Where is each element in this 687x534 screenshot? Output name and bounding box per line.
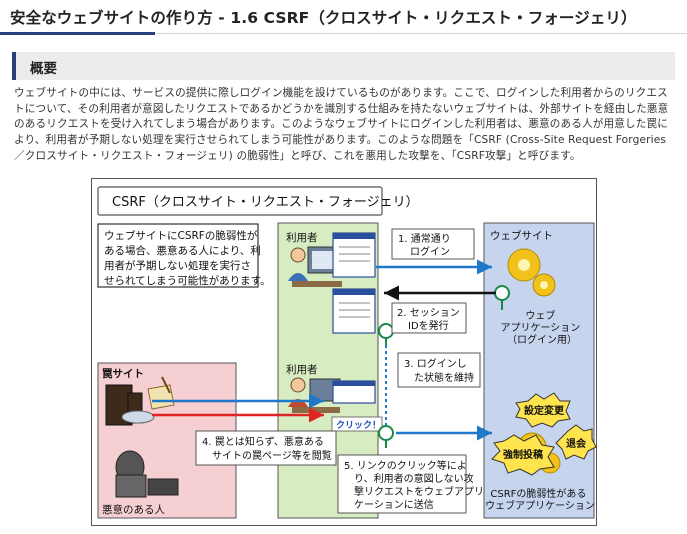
login-page-icon (332, 232, 376, 278)
click-label-box (331, 416, 383, 432)
vulnerable-app-label: CSRFの脆弱性がある ウェブアプリケーション (485, 487, 595, 512)
web-app-label: ウェブ アプリケーション （ログイン用） (501, 309, 584, 346)
web-app-gear-icon (507, 248, 556, 297)
attacker-icon (115, 450, 179, 498)
note-text: ウェブサイトにCSRFの脆弱性が ある場合、悪意ある人により、利 用者が予期しな… (104, 229, 271, 287)
csrf-diagram: CSRF（クロスサイト・リクエスト・フォージェリ） ウェブサイトにCSRFの脆弱… (91, 178, 597, 526)
step3-text: 3. ログインし た状態を維持 (404, 357, 474, 384)
section-header: 概要 (12, 52, 675, 80)
session-key-icon-1 (494, 285, 510, 310)
website-label: ウェブサイト (490, 229, 553, 242)
attack-page-icon (332, 380, 376, 404)
session-page-icon (332, 288, 376, 334)
burst-forced-post: 強制投稿 (491, 434, 555, 476)
step4-text: 4. 罠とは知らず、悪意ある サイトの罠ページ等を閲覧 (202, 435, 332, 462)
step2-text: 2. セッション IDを発行 (397, 307, 463, 332)
svg-text:設定変更: 設定変更 (524, 404, 565, 417)
session-key-icon-3 (378, 425, 394, 448)
trap-letter-icon (147, 376, 175, 410)
svg-text:強制投稿: 強制投稿 (503, 448, 543, 461)
trap-server-icon (105, 384, 155, 426)
user-label-top: 利用者 (286, 232, 318, 244)
step1-callout (391, 228, 475, 260)
step2-callout (391, 302, 467, 334)
step5-text: 5. リンクのクリック等によ り、利用者の意図しない攻 撃リクエストをウェブアプ… (344, 459, 487, 511)
step1-text: 1. 通常通り ログイン (398, 232, 454, 258)
trap-site-label: 罠サイト (102, 368, 144, 380)
svg-text:退会: 退会 (566, 437, 586, 450)
csrf-diagram-canvas: CSRF（クロスサイト・リクエスト・フォージェリ） ウェブサイトにCSRFの脆弱… (97, 186, 597, 519)
burst-unsubscribe: 退会 (555, 424, 597, 460)
attacker-label: 悪意のある人 (102, 503, 165, 516)
user-label-mid: 利用者 (286, 364, 318, 376)
page-title: 安全なウェブサイトの作り方 - 1.6 CSRF（クロスサイト・リクエスト・フォ… (10, 9, 637, 27)
title-divider (0, 33, 687, 34)
section-heading: 概要 (30, 61, 57, 77)
step3-callout (397, 352, 481, 388)
step5-callout (337, 454, 467, 514)
burst-setting-change: 設定変更 (515, 392, 571, 428)
session-key-icon-2 (378, 323, 394, 346)
overview-paragraph: ウェブサイトの中には、サービスの提供に際しログイン機能を設けているものがあります… (14, 87, 669, 162)
click-label: クリック！ (336, 420, 381, 431)
diagram-title: CSRF（クロスサイト・リクエスト・フォージェリ） (112, 195, 419, 210)
note-box (97, 223, 259, 288)
step4-callout (195, 430, 337, 466)
title-divider-accent (0, 32, 155, 35)
diagram-title-box (97, 186, 383, 216)
